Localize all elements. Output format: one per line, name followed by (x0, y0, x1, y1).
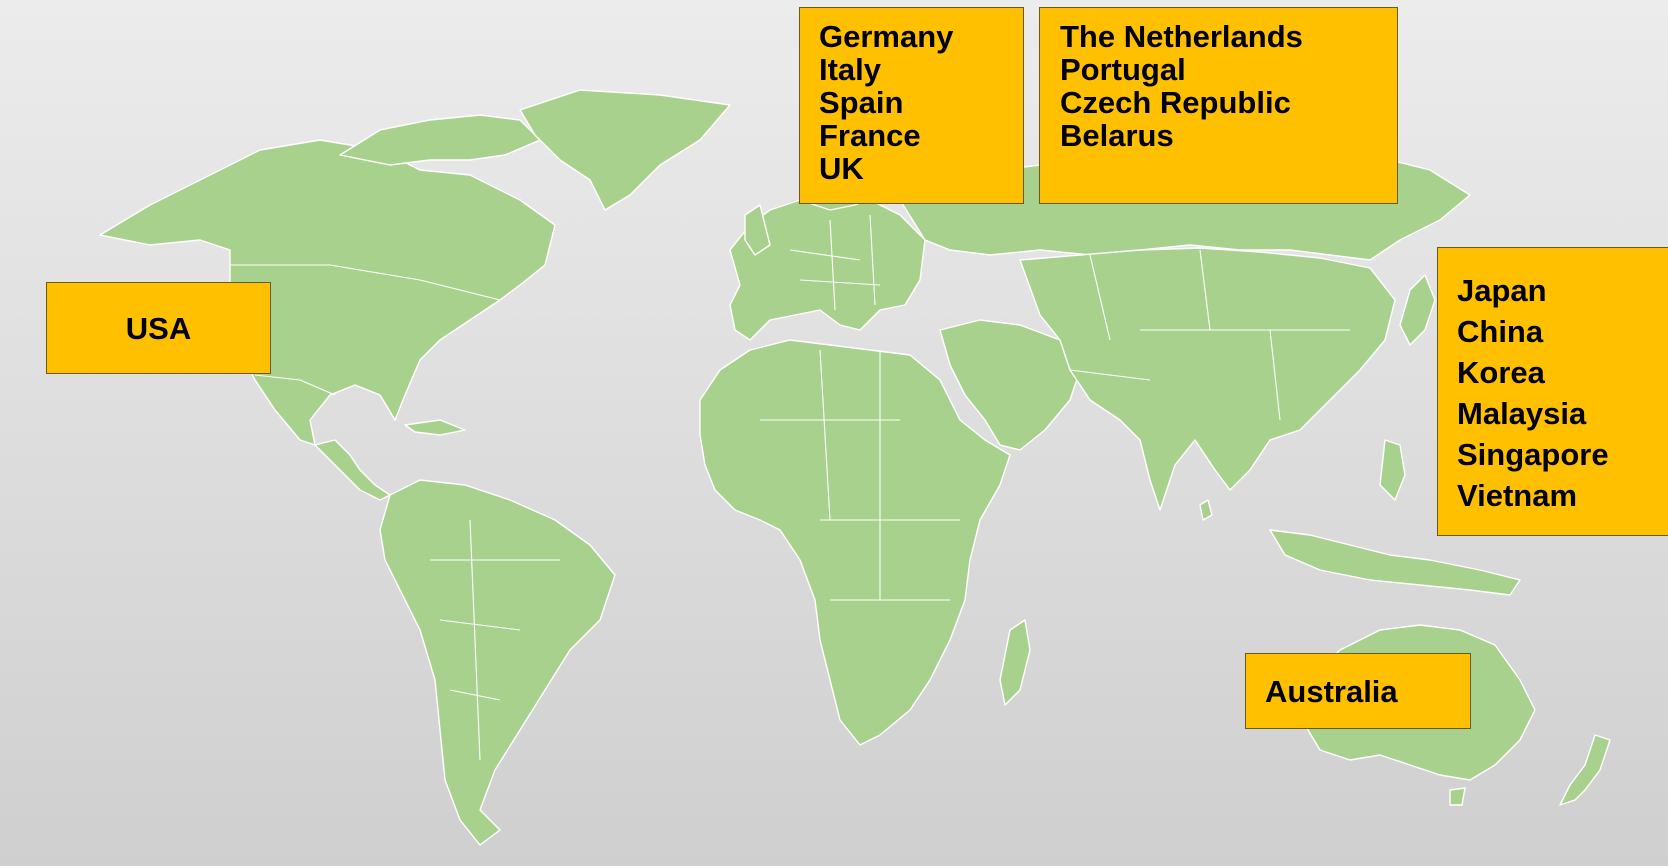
label-australia-line: Australia (1265, 673, 1398, 709)
south-america-borders (430, 519, 560, 761)
label-malaysia: Malaysia (1457, 396, 1587, 431)
label-usa: USA (46, 282, 271, 374)
europe-borders (789, 214, 881, 311)
usa-mexico-border (254, 374, 336, 396)
tasmania-landmass (1449, 787, 1466, 806)
africa-borders (760, 349, 960, 601)
label-france: France (819, 118, 921, 153)
label-uk: UK (819, 151, 864, 186)
label-czech-republic: Czech Republic (1060, 85, 1291, 120)
label-portugal: Portugal (1060, 52, 1186, 87)
label-belarus: Belarus (1060, 118, 1174, 153)
madagascar-landmass (999, 619, 1031, 706)
label-spain: Spain (819, 85, 904, 120)
label-netherlands: The Netherlands (1060, 19, 1303, 54)
sri-lanka-landmass (1199, 499, 1213, 521)
philippines-islands (1379, 439, 1406, 501)
south-america-landmass (379, 479, 616, 846)
label-singapore: Singapore (1457, 437, 1609, 472)
asia-borders (1069, 249, 1350, 421)
label-korea: Korea (1457, 355, 1545, 390)
label-europe-group-1: Germany Italy Spain France UK (799, 7, 1024, 204)
label-usa-line: USA (125, 310, 192, 346)
label-vietnam: Vietnam (1457, 478, 1578, 513)
label-japan: Japan (1457, 273, 1547, 308)
japan-landmass (1399, 274, 1436, 346)
africa-landmass (699, 339, 1011, 746)
middle-east-landmass (939, 319, 1081, 451)
label-germany: Germany (819, 19, 954, 54)
label-europe-group-2: The Netherlands Portugal Czech Republic … (1039, 7, 1398, 204)
label-italy: Italy (819, 52, 882, 87)
central-america-landmass (314, 439, 391, 501)
uk-landmass (744, 204, 771, 256)
caribbean-islands (404, 419, 466, 436)
new-zealand-landmass (1559, 734, 1611, 806)
label-asia: Japan China Korea Malaysia Singapore Vie… (1437, 247, 1668, 536)
arctic-islands-landmass (339, 114, 541, 166)
greenland-landmass (519, 89, 731, 211)
usa-canada-border (230, 264, 501, 301)
indonesia-islands (1269, 529, 1521, 596)
asia-landmass (1019, 247, 1396, 511)
label-china: China (1457, 314, 1544, 349)
label-australia: Australia (1245, 653, 1471, 729)
